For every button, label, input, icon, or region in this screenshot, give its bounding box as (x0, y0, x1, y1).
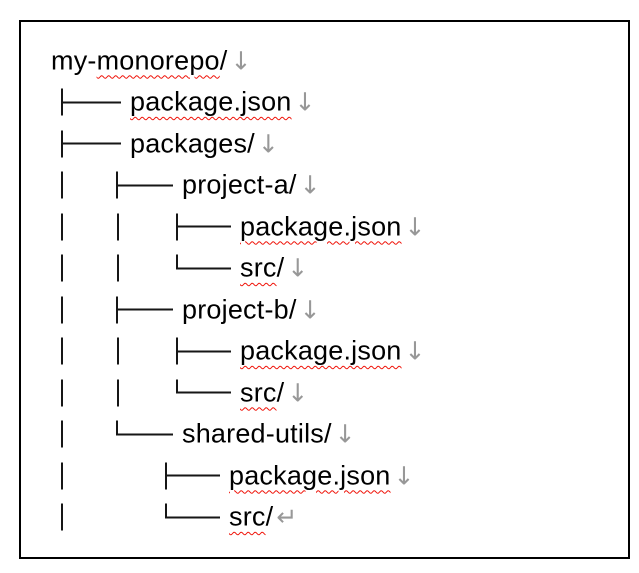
tree-tee-connector (116, 296, 173, 324)
text-segment[interactable]: / (219, 45, 228, 76)
connector-horizontal-line (116, 184, 173, 187)
tree-tee-connector (61, 88, 121, 116)
directory-tree: my-monorepo/↓package.json↓packages/↓proj… (21, 22, 628, 538)
connector-horizontal-line (176, 225, 231, 228)
tree-pipe-connector (61, 337, 63, 365)
tree-row: project-b/↓ (21, 289, 628, 331)
line-break-mark-icon: ↓ (334, 419, 356, 449)
connector-vertical-line (176, 254, 178, 270)
tree-row: package.json↓ (21, 206, 628, 248)
text-segment[interactable]: packages/ (130, 128, 255, 159)
tree-entry-text[interactable]: packages/↓ (130, 130, 279, 157)
tree-elbow-connector (116, 420, 173, 448)
tree-row: packages/↓ (21, 123, 628, 165)
text-segment[interactable]: project-b/ (182, 294, 297, 325)
document-page[interactable]: my-monorepo/↓package.json↓packages/↓proj… (19, 20, 630, 559)
misspelled-word[interactable]: monorepo (96, 45, 220, 76)
tree-entry-text[interactable]: my-monorepo/↓ (51, 47, 252, 74)
tree-tee-connector (176, 213, 231, 241)
tree-tee-connector (61, 130, 121, 158)
line-break-mark-icon: ↓ (299, 170, 321, 200)
tree-pipe-connector (117, 213, 119, 241)
connector-horizontal-line (165, 516, 220, 519)
tree-entry-text[interactable]: project-b/↓ (182, 296, 321, 323)
misspelled-word[interactable]: src (240, 252, 277, 283)
misspelled-word[interactable]: package.json (240, 335, 402, 366)
connector-horizontal-line (176, 350, 231, 353)
line-break-mark-icon: ↓ (393, 461, 415, 491)
tree-pipe-connector (117, 337, 119, 365)
line-break-mark-icon: ↓ (299, 295, 321, 325)
tree-elbow-connector (176, 379, 231, 406)
connector-horizontal-line (61, 101, 121, 104)
tree-row: src/↓ (21, 372, 628, 414)
tree-row: project-a/↓ (21, 165, 628, 207)
line-break-mark-icon: ↓ (230, 46, 252, 76)
tree-pipe-connector (61, 503, 63, 531)
tree-pipe-connector (61, 213, 63, 241)
text-segment[interactable]: / (265, 501, 274, 532)
connector-horizontal-line (176, 391, 231, 394)
text-segment[interactable]: my- (51, 45, 97, 76)
tree-pipe-connector (61, 420, 63, 448)
connector-vertical-line (176, 379, 178, 394)
line-break-mark-icon: ↓ (287, 253, 309, 283)
tree-tee-connector (176, 337, 231, 365)
tree-pipe-connector (117, 254, 119, 282)
misspelled-word[interactable]: src (229, 501, 266, 532)
tree-entry-text[interactable]: package.json↓ (130, 86, 316, 117)
text-segment[interactable]: shared-utils/ (182, 418, 332, 449)
line-break-mark-icon: ↓ (257, 129, 280, 159)
connector-vertical-line (116, 420, 118, 436)
tree-row: shared-utils/↓ (21, 414, 628, 456)
paragraph-mark-icon: ↵ (276, 502, 298, 532)
text-segment[interactable]: / (276, 377, 285, 408)
tree-entry-text[interactable]: package.json↓ (240, 213, 426, 240)
tree-row: package.json↓ (21, 82, 628, 124)
connector-vertical-line (165, 503, 167, 519)
misspelled-word[interactable]: package.json (130, 86, 292, 117)
tree-row: package.json↓ (21, 331, 628, 373)
tree-entry-text[interactable]: package.json↓ (240, 335, 426, 366)
tree-entry-text[interactable]: src/↓ (240, 379, 308, 406)
connector-horizontal-line (116, 433, 173, 436)
tree-row: src/↓ (21, 248, 628, 290)
tree-pipe-connector (117, 379, 119, 407)
tree-tee-connector (116, 171, 173, 199)
text-segment[interactable]: / (276, 252, 285, 283)
tree-pipe-connector (61, 254, 63, 282)
tree-row: my-monorepo/↓ (21, 40, 628, 82)
tree-pipe-connector (61, 379, 63, 407)
text-segment[interactable]: project-a/ (182, 169, 297, 200)
misspelled-word[interactable]: package.json (229, 460, 391, 491)
tree-tee-connector (165, 462, 220, 490)
misspelled-word[interactable]: src (240, 377, 277, 408)
connector-horizontal-line (61, 142, 121, 145)
tree-entry-text[interactable]: src/↓ (240, 252, 309, 283)
misspelled-word[interactable]: package.json (240, 211, 402, 242)
tree-elbow-connector (165, 503, 220, 531)
tree-entry-text[interactable]: package.json↓ (229, 462, 415, 489)
tree-row: src/↵ (21, 497, 628, 539)
line-break-mark-icon: ↓ (404, 212, 426, 242)
tree-entry-text[interactable]: project-a/↓ (182, 169, 321, 200)
line-break-mark-icon: ↓ (294, 87, 316, 117)
tree-entry-text[interactable]: src/↵ (229, 501, 298, 532)
tree-pipe-connector (61, 462, 63, 490)
tree-entry-text[interactable]: shared-utils/↓ (182, 418, 356, 449)
line-break-mark-icon: ↓ (404, 336, 426, 366)
connector-horizontal-line (165, 474, 220, 477)
connector-horizontal-line (116, 308, 173, 311)
line-break-mark-icon: ↓ (287, 378, 309, 408)
tree-pipe-connector (61, 296, 63, 324)
connector-horizontal-line (176, 267, 231, 270)
tree-elbow-connector (176, 254, 231, 282)
tree-pipe-connector (61, 171, 63, 199)
tree-row: package.json↓ (21, 455, 628, 497)
